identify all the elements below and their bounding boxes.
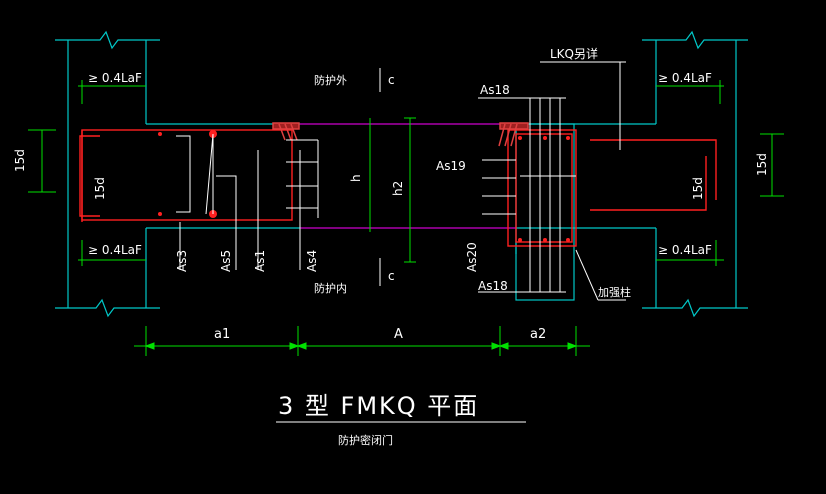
door-opening <box>300 123 516 229</box>
label-protect-inside: 防护内 <box>314 281 347 295</box>
anchor-label-top-right: ≥ 0.4LaF <box>658 71 712 85</box>
label-protect-outside: 防护外 <box>314 73 347 87</box>
label-as4: As4 <box>305 250 319 272</box>
rebar-15d-right: 15d <box>691 177 705 200</box>
anchor-label-bottom-left: ≥ 0.4LaF <box>88 243 142 257</box>
label-as1: As1 <box>253 250 267 272</box>
dim-a1: a1 <box>214 327 230 342</box>
left-wall-top-break <box>55 30 160 50</box>
right-wall-top-break <box>642 30 748 50</box>
detail-lines <box>176 61 626 423</box>
label-lkq: LKQ另详 <box>550 46 598 61</box>
frame-hatch <box>272 122 529 147</box>
drawing-title: 3 型 FMKQ 平面 <box>278 392 479 420</box>
dim-15d-left: 15d <box>13 149 27 172</box>
anchor-label-top-left: ≥ 0.4LaF <box>88 71 142 85</box>
label-as20: As20 <box>465 242 479 272</box>
label-as18-top: As18 <box>480 83 510 97</box>
wall-outline <box>55 30 748 318</box>
label-as3: As3 <box>175 250 189 272</box>
section-c-top: c <box>388 73 395 87</box>
dimension-lines <box>28 80 784 356</box>
label-reinforcement-column: 加强柱 <box>598 285 631 299</box>
section-c-bottom: c <box>388 269 395 283</box>
anchor-label-bottom-right: ≥ 0.4LaF <box>658 243 712 257</box>
rebar-15d-left: 15d <box>93 177 107 200</box>
label-h: h <box>349 174 363 182</box>
label-h2: h2 <box>391 181 405 196</box>
rebar-lines <box>79 129 717 247</box>
label-as19: As19 <box>436 159 466 173</box>
right-wall-bottom-break <box>642 298 748 318</box>
label-as5: As5 <box>219 250 233 272</box>
dim-a2: a2 <box>530 327 546 342</box>
dim-15d-right: 15d <box>755 153 769 176</box>
label-as18-bottom: As18 <box>478 279 508 293</box>
dim-a: A <box>394 327 403 342</box>
left-wall-bottom-break <box>55 298 160 318</box>
drawing-subtitle: 防护密闭门 <box>338 433 393 447</box>
